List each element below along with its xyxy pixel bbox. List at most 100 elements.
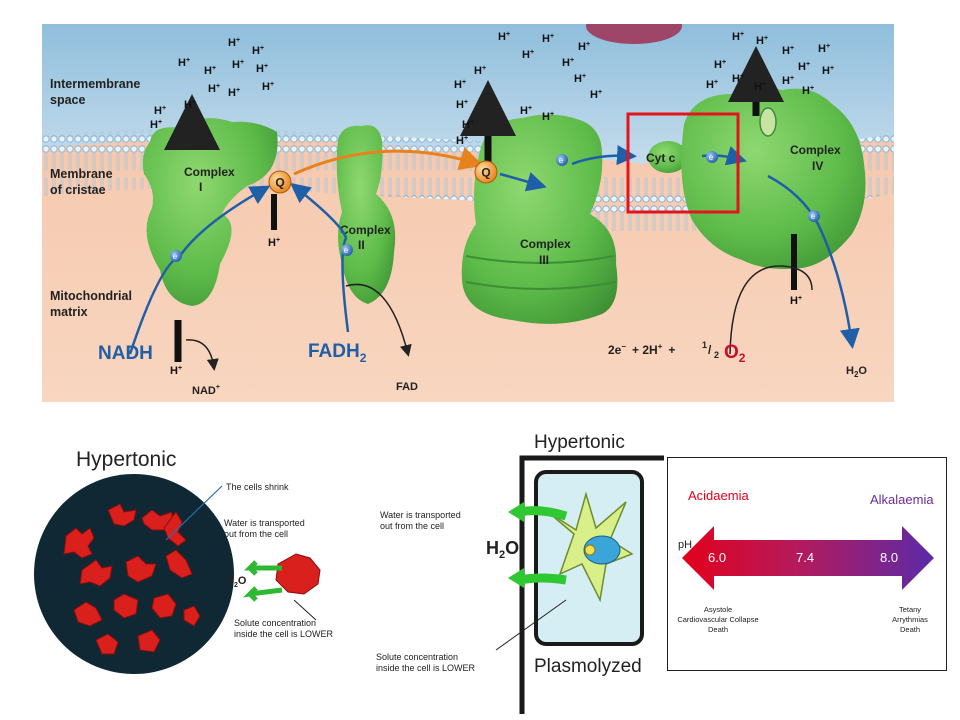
electron-2: e xyxy=(341,244,353,256)
proton-h-plus: H+ xyxy=(232,59,244,71)
electron-1: e xyxy=(170,250,182,262)
rbc-shrink-label: The cells shrink xyxy=(226,482,289,492)
oxygen-reduction-equation: 2e−+ 2H++ 1 / 2 O2 xyxy=(608,340,746,365)
svg-text:2e−+ 2H++: 2e−+ 2H++ xyxy=(608,342,675,357)
proton-pump-arrows xyxy=(164,46,797,362)
hypertonic-rbc-panel: Hypertonic The cells shrink Water is tra… xyxy=(26,440,366,700)
svg-text:FADH2: FADH2 xyxy=(308,341,367,365)
label-membrane-1: Membrane xyxy=(50,167,113,181)
plant-h2o-label: H2O xyxy=(486,538,519,561)
cytochrome-c xyxy=(648,141,688,173)
proton-h-plus: H+ xyxy=(178,57,190,69)
proton-h-plus: H+ xyxy=(462,119,474,131)
proton-h-plus: H+ xyxy=(228,37,240,49)
ubiquinone-q-1: Q xyxy=(268,170,292,194)
rbc-water-line-1: Water is transported xyxy=(224,518,305,528)
rbc-water-out-arrow-2 xyxy=(243,586,283,602)
plant-footer: Plasmolyzed xyxy=(534,656,642,677)
svg-text:e: e xyxy=(344,246,349,255)
electron-transport-chain-figure: Intermembrane space Membrane of cristae … xyxy=(42,8,894,402)
proton-h-plus: H+ xyxy=(522,49,534,61)
ubiquinone-q-2: Q xyxy=(474,160,498,184)
nad-plus-label: NAD+ xyxy=(192,384,220,397)
ph-scale-svg: Acidaemia Alkalaemia pH 6.0 7.4 8.0 Asys… xyxy=(677,488,934,634)
acid-effect-2: Cardiovascular Collapse xyxy=(677,615,758,624)
proton-h-plus: H+ xyxy=(798,61,810,73)
proton-h-plus: H+ xyxy=(262,81,274,93)
nadh-label: NADH xyxy=(98,343,153,364)
svg-text:H2O: H2O xyxy=(846,365,867,379)
ubiquinone-q-1-label: Q xyxy=(275,176,284,190)
plant-water-out-arrowhead-1 xyxy=(508,502,524,522)
rbc-svg: Hypertonic The cells shrink Water is tra… xyxy=(34,448,334,674)
electron-4: e xyxy=(706,151,718,163)
acidaemia-label: Acidaemia xyxy=(688,488,749,503)
proton-h-plus: H+ xyxy=(818,43,830,55)
complex-iv-label: Complex xyxy=(790,143,841,157)
svg-text:NAD+: NAD+ xyxy=(192,384,220,397)
proton-h-plus: H+ xyxy=(456,99,468,111)
electron-3: e xyxy=(556,154,568,166)
plant-solute-line-1: Solute concentration xyxy=(376,652,458,662)
rbc-solute-line-1: Solute concentration xyxy=(234,618,316,628)
rbc-title: Hypertonic xyxy=(76,448,176,471)
proton-h-plus: H+ xyxy=(542,111,554,123)
complex-i-label: Complex xyxy=(184,165,235,179)
proton-h-plus: H+ xyxy=(714,59,726,71)
electron-path-fadh2 xyxy=(290,182,350,333)
electron-path-q-to-iii xyxy=(499,172,547,192)
acid-effect-1: Asystole xyxy=(704,605,732,614)
rbc-pointer-solute xyxy=(293,599,317,621)
alkalaemia-label: Alkalaemia xyxy=(870,492,934,507)
rbc-solute-line-2: inside the cell is LOWER xyxy=(234,629,334,639)
complex-iv-number: IV xyxy=(812,159,823,173)
proton-h-plus: H+ xyxy=(732,31,744,43)
proton-h-plus: H+ xyxy=(782,75,794,87)
svg-text:/: / xyxy=(708,343,712,357)
proton-h-plus: H+ xyxy=(782,45,794,57)
proton-h-plus: H+ xyxy=(456,135,468,147)
ubiquinone-shuttle-arrow xyxy=(293,147,484,176)
proton-ions: H+ H+ H+ H+ H+ H+ H+ H+ H+ H+ H+ H+ H+ H+ H+ H+ H+ H+ H+ H+… xyxy=(150,31,834,377)
shrunken-red-cells xyxy=(63,503,201,655)
electron-5: e xyxy=(808,210,820,222)
proton-h-plus: H+ xyxy=(454,79,466,91)
proton-h-plus: H+ xyxy=(578,41,590,53)
ph-value-alkali: 8.0 xyxy=(880,550,898,565)
proton-h-plus: H+ xyxy=(706,79,718,91)
proton-h-plus: H+ xyxy=(574,73,586,85)
complex-iii: Complex III xyxy=(461,114,618,324)
plant-water-out-arrow-2 xyxy=(519,573,567,585)
svg-text:O2: O2 xyxy=(724,342,746,365)
complex-iii-number: III xyxy=(539,253,549,267)
substrate-conversion-arrows xyxy=(185,265,813,371)
ph-scale-panel: Acidaemia Alkalaemia pH 6.0 7.4 8.0 Asys… xyxy=(667,457,947,671)
proton-h-plus: H+ xyxy=(732,73,744,85)
alkali-effect-3: Death xyxy=(900,625,920,634)
complex-ii-number: II xyxy=(358,238,365,252)
electrons: e e e e e xyxy=(170,151,820,262)
complex-ii-label: Complex xyxy=(340,223,391,237)
svg-text:2: 2 xyxy=(714,350,719,360)
alkali-effect-2: Arrythmias xyxy=(892,615,928,624)
fadh2-label: FADH2 xyxy=(308,341,367,365)
proton-h-plus: H+ xyxy=(154,105,166,117)
proton-h-plus: H+ xyxy=(184,99,196,111)
proton-h-plus: H+ xyxy=(802,85,814,97)
complex-i-number: I xyxy=(199,180,202,194)
cyt-c-highlight-box xyxy=(626,112,740,214)
plant-cell-svg: Hypertonic Water is transported out from… xyxy=(376,432,673,720)
nadh-to-nad-arrow xyxy=(185,339,219,371)
fad-label: FAD xyxy=(396,381,418,393)
alkali-effect-1: Tetany xyxy=(899,605,921,614)
plant-water-line-1: Water is transported xyxy=(380,510,461,520)
rbc-water-out-arrow-1 xyxy=(243,560,282,576)
ph-value-acid: 6.0 xyxy=(708,550,726,565)
water-product-label: H2O xyxy=(846,365,867,379)
plant-solute-line-2: inside the cell is LOWER xyxy=(376,663,476,673)
proton-h-plus: H+ xyxy=(252,45,264,57)
proton-h-plus-matrix: H+ xyxy=(170,365,182,377)
etc-svg: Intermembrane space Membrane of cristae … xyxy=(42,8,894,402)
ubiquinone-q-2-label: Q xyxy=(481,166,490,180)
proton-h-plus: H+ xyxy=(256,63,268,75)
